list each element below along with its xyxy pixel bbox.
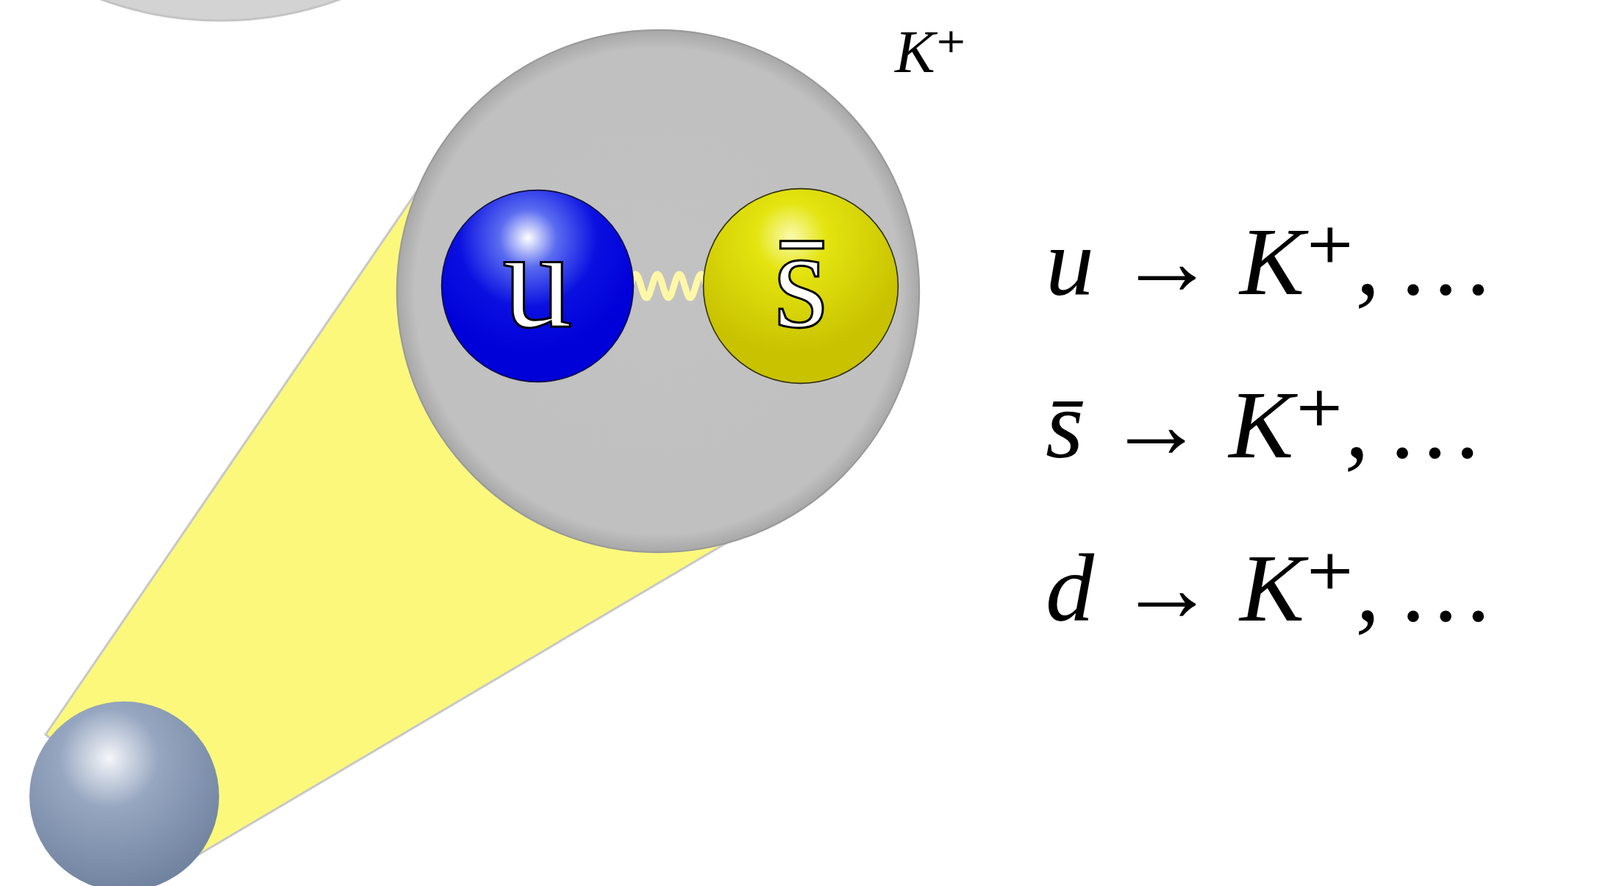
circle-fill [703, 188, 899, 384]
quark-letter: u [440, 188, 635, 384]
fragmentation-label: d → K⁺, … [1045, 539, 1491, 637]
circle-fill [397, 30, 920, 553]
meson-label: K⁺ [894, 22, 967, 83]
gluon-line [630, 274, 707, 298]
partial-hadron-circle [0, 0, 567, 21]
quark-circle: s̄ [702, 187, 900, 385]
quark-circle: u [440, 188, 635, 384]
parton-ball [29, 701, 220, 886]
fragmentation-label: u → K⁺, … [1045, 213, 1491, 311]
quark-letter: s̄ [702, 187, 900, 385]
fragmentation-label: s̄ → K⁺, … [1045, 376, 1480, 474]
circle-fill [441, 190, 634, 383]
meson-circle: K⁺us̄ [394, 27, 922, 555]
